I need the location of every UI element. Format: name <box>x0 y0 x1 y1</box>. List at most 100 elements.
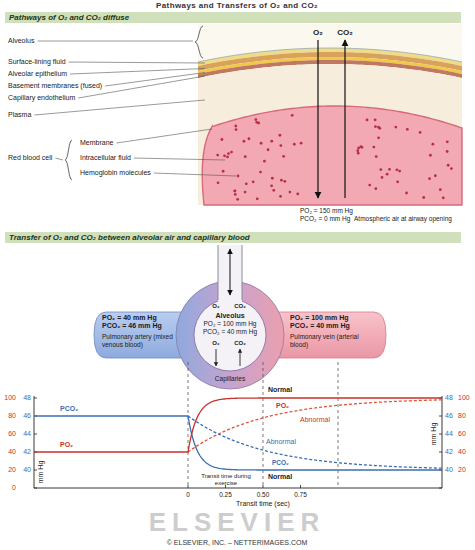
hemoglobin-dot <box>244 191 247 194</box>
gas-label: O₂ <box>212 303 219 310</box>
part-label: Hemoglobin molecules <box>80 169 151 177</box>
hemoglobin-dot <box>439 188 442 191</box>
co2-small-arrow <box>240 349 241 366</box>
hemoglobin-dot <box>248 137 251 140</box>
pco2-abnormal-curve <box>188 416 442 468</box>
hemoglobin-dot <box>442 196 445 199</box>
axis-tick-label: 40 <box>458 448 466 456</box>
hemoglobin-dot <box>388 168 391 171</box>
hemoglobin-dot <box>233 190 236 193</box>
axis-tick-label: 100 <box>4 394 16 402</box>
vessel-label-box: PO₂ = 100 mm HgPCO₂ = 40 mm HgPulmonary … <box>290 314 374 348</box>
node-text: PO₂ = 100 mm Hg <box>197 320 263 327</box>
hemoglobin-dot <box>381 176 384 179</box>
airway <box>218 245 242 302</box>
curve-label: PCO₂ <box>272 459 289 466</box>
node-text: Alveolus <box>197 312 263 320</box>
gas-label: CO₂ <box>337 28 353 37</box>
hemoglobin-dot <box>223 154 226 157</box>
axes <box>34 396 442 488</box>
axis-unit: mm Hg <box>37 461 45 484</box>
curve-label: PCO₂ <box>60 405 78 413</box>
axis-tick-label: 42 <box>445 448 453 456</box>
hemoglobin-dot <box>221 138 224 141</box>
hemoglobin-dot <box>282 155 285 158</box>
hemoglobin-dot <box>226 156 229 159</box>
hemoglobin-dot <box>406 128 409 131</box>
po2-abnormal-curve <box>188 400 442 452</box>
part-label: Capillaries <box>215 375 245 382</box>
copyright: © ELSEVIER, INC. – NETTERIMAGES.COM <box>167 539 308 547</box>
hemoglobin-dot <box>386 173 389 176</box>
part-label: Basement membranes (fused) <box>8 82 102 90</box>
axis-tick-label: 40 <box>23 466 31 474</box>
hemoglobin-dot <box>244 155 247 158</box>
hemoglobin-dot <box>259 171 262 174</box>
hemoglobin-dot <box>446 150 449 153</box>
hemoglobin-dot <box>377 136 380 139</box>
hemoglobin-dot <box>356 149 359 152</box>
hemoglobin-dot <box>270 140 273 143</box>
part-label: Plasma <box>8 111 31 119</box>
alveolus-space <box>194 299 266 371</box>
time-marker <box>263 362 264 488</box>
curve-label: Normal <box>268 473 292 481</box>
hemoglobin-dot <box>283 180 286 183</box>
hemoglobin-dot <box>234 193 237 196</box>
hemoglobin-dot <box>293 143 296 146</box>
hemoglobin-dot <box>446 140 449 143</box>
hemoglobin-dot <box>289 191 292 194</box>
watermark: ELSEVIER <box>149 508 326 538</box>
node-text: PCO₂ = 40 mm Hg <box>290 322 374 330</box>
hemoglobin-dot <box>271 177 274 180</box>
part-label: Alveolar epithelium <box>8 70 67 78</box>
node-text: PO₂ = 100 mm Hg <box>290 314 374 322</box>
node-text: PCO₂ = 40 mm Hg <box>197 328 263 335</box>
axis-tick-label: 44 <box>445 430 453 438</box>
leader-line <box>70 69 205 75</box>
hemoglobin-dot <box>260 142 263 145</box>
hemoglobin-dot <box>267 148 270 151</box>
axis-tick-label: 80 <box>8 412 16 420</box>
part-label: Red blood cell <box>8 154 52 162</box>
hemoglobin-dot <box>296 193 299 196</box>
hemoglobin-dot <box>379 168 382 171</box>
pressure-value: PCO₂ = 0 mm Hg <box>300 215 350 222</box>
axis-tick-label: 80 <box>458 412 466 420</box>
title: Pathways and Transfers of O₂ and CO₂ <box>156 1 318 10</box>
hemoglobin-dot <box>235 128 238 131</box>
leader-line <box>105 73 205 87</box>
hemoglobin-dot <box>234 189 237 192</box>
node-text: Transfer of O₂ and CO₂ between alveolar … <box>9 233 457 242</box>
hemoglobin-dot <box>375 155 378 158</box>
axis-tick-label: 40 <box>8 448 16 456</box>
gas-label: O₂ <box>212 340 219 347</box>
axis-tick-label: 48 <box>23 394 31 402</box>
vessel-label-box: PO₂ = 40 mm HgPCO₂ = 46 mm HgPulmonary a… <box>102 314 178 348</box>
surface-line <box>198 48 462 62</box>
hemoglobin-dot <box>291 114 294 117</box>
hemoglobin-dot <box>234 125 237 128</box>
hemoglobin-dot <box>280 179 283 182</box>
hemoglobin-dot <box>419 131 422 134</box>
hemoglobin-dot <box>270 184 273 187</box>
pco2-normal-curve <box>34 416 442 470</box>
hemoglobin-dot <box>378 127 381 130</box>
hemoglobin-dot <box>236 198 239 201</box>
hemoglobin-dot <box>216 154 219 157</box>
curve-label: PO₂ <box>60 441 73 449</box>
hemoglobin-dot <box>252 180 255 183</box>
hemoglobin-dot <box>361 146 364 149</box>
hemoglobin-dot <box>237 175 240 178</box>
time-marker <box>188 362 189 488</box>
plasma <box>198 64 462 205</box>
axis-tick <box>300 485 301 488</box>
pressure-value: PO₂ = 150 mm Hg <box>300 207 353 214</box>
hemoglobin-dot <box>357 152 360 155</box>
note: Atmospheric air at airway opening <box>354 215 452 222</box>
part-label: Surface-lining fluid <box>8 58 66 66</box>
axis-unit: mm Hg <box>430 423 438 446</box>
airflow-arrow <box>230 249 231 295</box>
leader-line <box>34 100 205 115</box>
